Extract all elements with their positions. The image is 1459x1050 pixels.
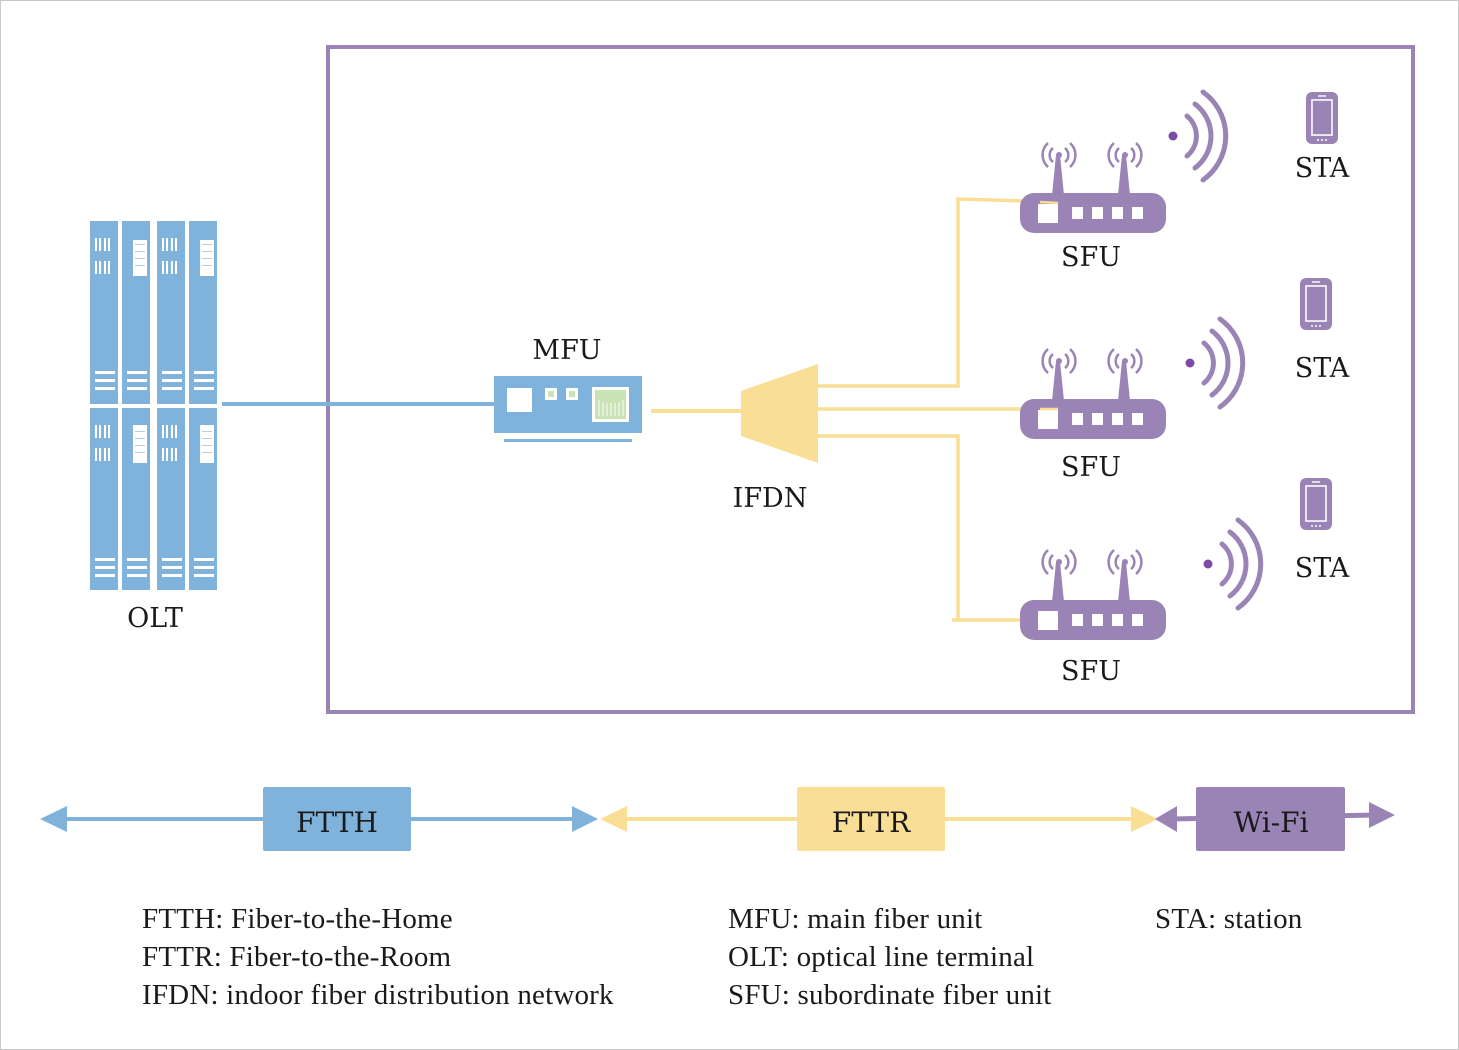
sfu-label: SFU: [1061, 452, 1121, 483]
legend-item-mfu: MFU: main fiber unit: [728, 903, 983, 935]
legend-item-ifdn: IFDN: indoor fiber distribution network: [142, 979, 614, 1011]
sta-label: STA: [1295, 153, 1350, 184]
mfu-label: MFU: [532, 335, 601, 366]
legend-col-3: STA: station: [1155, 900, 1303, 938]
sta-label: STA: [1295, 353, 1350, 384]
ftth-segment-label: FTTH: [296, 806, 378, 839]
legend-col-1: FTTH: Fiber-to-the-Home FTTR: Fiber-to-t…: [142, 900, 614, 1014]
wifi-signal-icon: [1169, 92, 1226, 180]
legend-item-sfu: SFU: subordinate fiber unit: [728, 979, 1052, 1011]
legend-item-sta: STA: station: [1155, 903, 1303, 935]
ftth-segment-box: [263, 787, 411, 851]
sfu-router-icon: [1020, 562, 1166, 640]
ifdn-splitter-icon: [741, 364, 818, 463]
legend-item-fttr: FTTR: Fiber-to-the-Room: [142, 941, 452, 973]
sfu-router-icon: [1020, 361, 1166, 439]
legend-col-2: MFU: main fiber unit OLT: optical line t…: [728, 900, 1052, 1014]
fttr-segment-label: FTTR: [832, 806, 911, 839]
fttr-branch-fibers: [818, 197, 1059, 622]
wifi-segment-label: Wi-Fi: [1233, 806, 1308, 839]
fttr-segment-box: [797, 787, 945, 851]
ifdn-label: IFDN: [733, 483, 808, 514]
station-phone-icon: [1305, 91, 1339, 145]
sta-label: STA: [1295, 553, 1350, 584]
wifi-segment-box: [1196, 787, 1345, 851]
legend-item-olt: OLT: optical line terminal: [728, 941, 1035, 973]
station-phone-icon: [1299, 277, 1333, 331]
wifi-signal-icon: [1186, 319, 1243, 407]
olt-label: OLT: [127, 603, 183, 634]
sfu-router-icon: [1020, 155, 1166, 233]
olt-icon: [90, 221, 217, 590]
legend-item-ftth: FTTH: Fiber-to-the-Home: [142, 903, 453, 935]
station-phone-icon: [1299, 477, 1333, 531]
mfu-icon: [494, 376, 642, 442]
sfu-label: SFU: [1061, 242, 1121, 273]
sfu-label: SFU: [1061, 656, 1121, 687]
home-boundary: [326, 45, 1415, 714]
wifi-signal-icon: [1204, 520, 1261, 608]
